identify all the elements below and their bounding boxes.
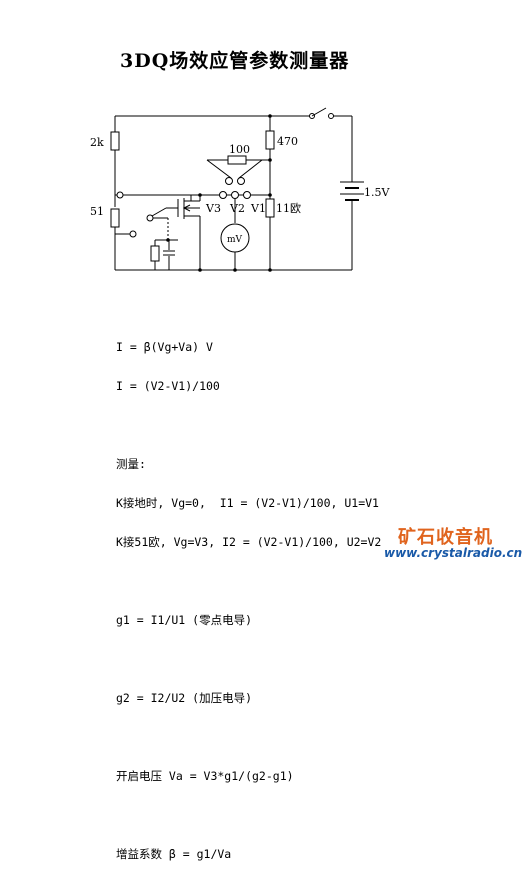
circuit-diagram: 2k 51 470 100 11欧 1.5V mV V3 V2 V1 (90, 107, 390, 272)
formula-g2: g2 = I2/U2 (加压电导) (116, 691, 253, 705)
measure-heading: 测量: (116, 457, 146, 471)
label-100: 100 (229, 143, 250, 156)
resistor-2k (110, 131, 120, 151)
resistor-100 (227, 155, 247, 165)
label-battery: 1.5V (364, 186, 390, 199)
resistor-51 (110, 208, 120, 228)
label-470: 470 (277, 135, 298, 148)
resistor-11ohm (265, 198, 275, 218)
formula-block: I = β(Vg+Va) V I = (V2-V1)/100 测量: K接地时,… (116, 315, 381, 887)
watermark-name: 矿石收音机 (398, 527, 493, 548)
fet-symbol (177, 194, 209, 270)
watermark-logo: 矿石收音机 www.crystalradio.cn (384, 523, 524, 563)
gate-network (150, 218, 178, 270)
label-51: 51 (90, 205, 104, 218)
label-11ohm: 11欧 (276, 202, 301, 215)
switch-top (309, 107, 334, 119)
label-2k: 2k (90, 136, 104, 149)
label-v2: V2 (229, 202, 245, 215)
test-points (206, 159, 270, 223)
resistor-470 (265, 130, 275, 150)
formula-threshold: 开启电压 Va = V3*g1/(g2-g1) (116, 769, 294, 783)
label-v1: V1 (250, 202, 266, 215)
watermark-url: www.crystalradio.cn (384, 546, 523, 560)
label-meter: mV (227, 235, 243, 245)
formula-current-model: I = β(Vg+Va) V (116, 340, 213, 354)
page-title: 3DQ场效应管参数测量器 (120, 50, 350, 72)
formula-gain: 增益系数 β = g1/Va (116, 847, 232, 861)
right-branch (265, 116, 275, 270)
formula-g1: g1 = I1/U1 (零点电导) (116, 613, 253, 627)
battery (340, 181, 364, 201)
label-v3: V3 (205, 202, 221, 215)
measure-step-51ohm: K接51欧, Vg=V3, I2 = (V2-V1)/100, U2=V2 (116, 535, 382, 549)
measure-step-ground: K接地时, Vg=0, I1 = (V2-V1)/100, U1=V1 (116, 496, 379, 510)
junction-dots (166, 114, 272, 272)
formula-current-measure: I = (V2-V1)/100 (116, 379, 220, 393)
switch-k (115, 191, 200, 238)
bridge-wire (207, 155, 270, 165)
page: 3DQ场效应管参数测量器 (90, 50, 524, 861)
millivolt-meter (220, 223, 250, 270)
